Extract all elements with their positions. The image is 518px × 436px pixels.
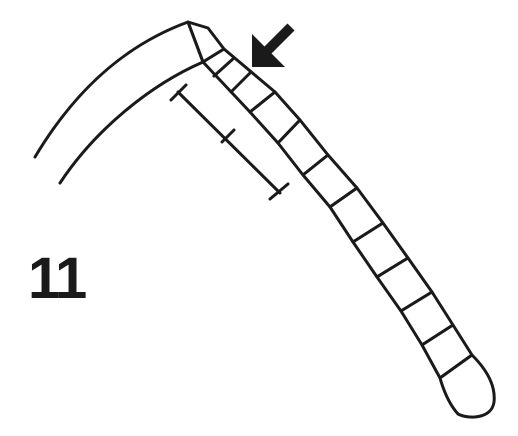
figure-number: 11: [28, 246, 87, 311]
antenna-flagellum: [201, 47, 496, 419]
arrow-down-left-icon: [252, 23, 295, 67]
scale-bar: [169, 83, 290, 201]
antenna-scape: [33, 20, 226, 185]
